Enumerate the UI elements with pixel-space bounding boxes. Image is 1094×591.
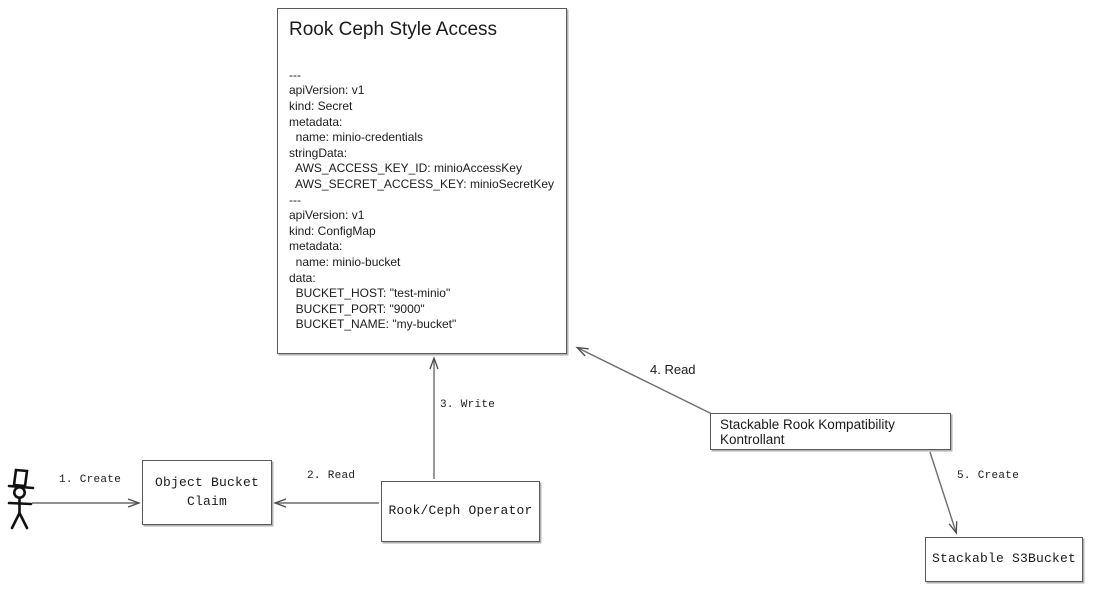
node-rook-ceph-operator[interactable]: Rook/Ceph Operator [381, 481, 540, 542]
node-stackable-rook-kompatibility-kontrollant[interactable]: Stackable Rook Kompatibility Kontrollant [710, 413, 951, 450]
edge-4-read [575, 346, 713, 415]
yaml-card-body: --- apiVersion: v1 kind: Secret metadata… [289, 67, 554, 332]
node-object-bucket-claim[interactable]: Object Bucket Claim [142, 460, 272, 525]
edge-label-3-write: 3. Write [440, 399, 496, 411]
edge-label-4-read: 4. Read [650, 362, 696, 377]
edge-label-1-create: 1. Create [59, 474, 122, 486]
edge-label-2-read: 2. Read [307, 470, 356, 482]
node-stackable-s3bucket[interactable]: Stackable S3Bucket [925, 537, 1083, 582]
edge-5-create [929, 451, 958, 535]
yaml-card-title: Rook Ceph Style Access [289, 19, 498, 40]
actor-stick-figure-icon [7, 468, 35, 530]
yaml-manifest-card: Rook Ceph Style Access --- apiVersion: v… [277, 8, 567, 354]
edge-label-5-create: 5. Create [957, 470, 1020, 482]
